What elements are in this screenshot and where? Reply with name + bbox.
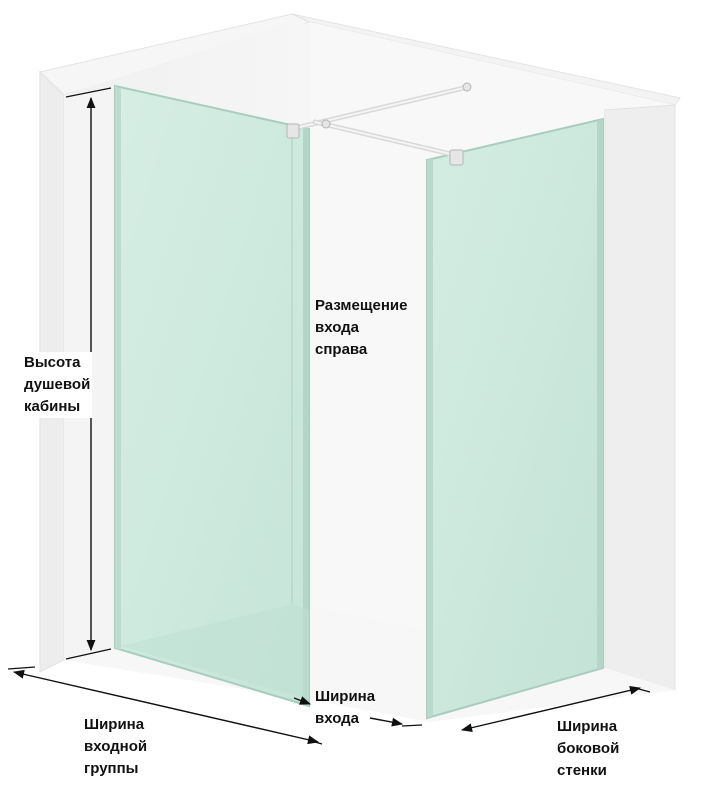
clamp-right bbox=[449, 149, 464, 166]
entrance-width-label: Ширина входа bbox=[315, 686, 375, 730]
cabin-height-label-line-2: душевой bbox=[24, 376, 91, 393]
entrance-placement-label-line-1: Размещение bbox=[315, 297, 408, 314]
side-wall-width-label-line-1: Ширина bbox=[557, 718, 618, 735]
cabin-height-label-line-3: кабины bbox=[24, 398, 81, 415]
entrance-placement-label-line-2: входа bbox=[315, 319, 360, 336]
entry-group-width-label-line-2: входной bbox=[84, 738, 148, 755]
entry-group-width-dimension bbox=[7, 666, 323, 745]
entrance-width-label-line-2: входа bbox=[315, 710, 360, 727]
stabilizer-bars bbox=[286, 82, 472, 166]
entry-glass-panel bbox=[114, 84, 310, 708]
cabin-height-label: Высота душевой кабины bbox=[24, 352, 93, 418]
entry-group-width-label-line-1: Ширина bbox=[84, 716, 145, 733]
entrance-width-label-line-1: Ширина bbox=[315, 688, 376, 705]
entry-group-width-label-line-3: группы bbox=[84, 760, 139, 777]
entrance-placement-label-line-3: справа bbox=[315, 341, 368, 358]
entry-group-width-label: Ширина входной группы bbox=[84, 714, 147, 780]
side-wall-width-label: Ширина боковой стенки bbox=[557, 716, 619, 782]
side-wall-width-label-line-3: стенки bbox=[557, 762, 607, 779]
entrance-placement-label: Размещение входа справа bbox=[315, 295, 407, 361]
side-glass-panel bbox=[426, 117, 604, 720]
side-wall-width-label-line-2: боковой bbox=[557, 740, 620, 757]
side-wall-width-dimension bbox=[460, 685, 651, 733]
right-wall-face bbox=[604, 104, 676, 691]
cabin-height-label-line-1: Высота bbox=[24, 354, 81, 371]
clamp-left bbox=[286, 123, 300, 139]
entrance-width-dimension bbox=[293, 696, 423, 727]
